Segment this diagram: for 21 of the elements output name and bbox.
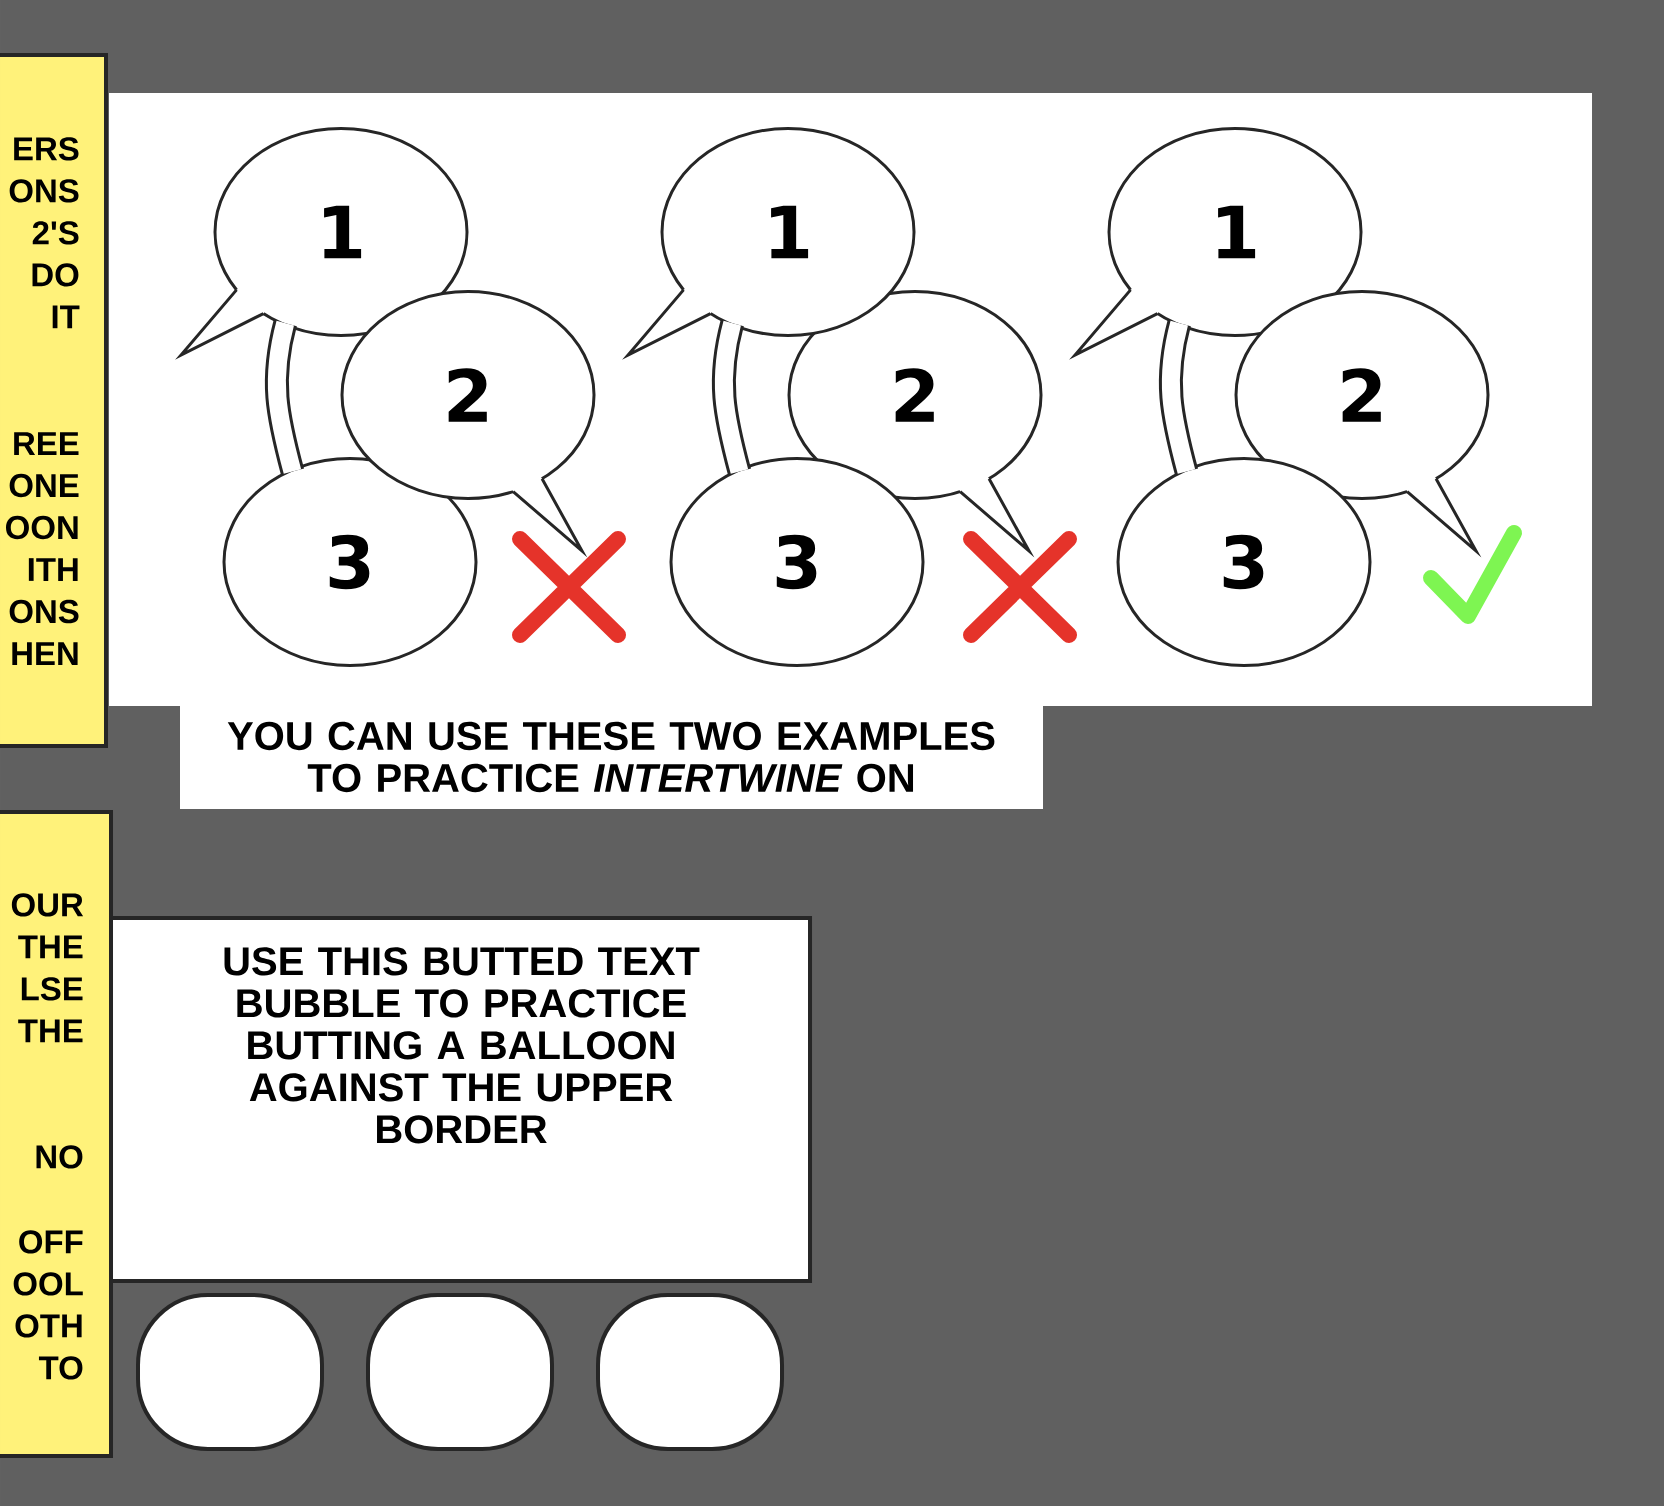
- empty-balloon: [596, 1293, 784, 1451]
- speech-bubble: 3: [222, 457, 478, 667]
- note-text: ERS ONS 2'S DO IT: [9, 137, 80, 329]
- empty-balloon: [366, 1293, 554, 1451]
- panel-text: YOU CAN USE THESE TWO EXAMPLES TO PRACTICE INTERTWINE ON: [227, 721, 995, 793]
- speech-bubble: 1: [622, 126, 916, 360]
- note-text: NO: [36, 1145, 83, 1169]
- balloon-connector: [264, 320, 305, 475]
- sticky-note: [0, 810, 113, 1458]
- note-text: OUR THE LSE THE: [11, 893, 84, 1043]
- note-text: OFF OOL OTH TO: [13, 1230, 83, 1380]
- speech-bubble: 1: [175, 126, 469, 360]
- note-text: REE ONE OON ITH ONS HEN: [6, 432, 79, 665]
- empty-balloon: [136, 1293, 324, 1451]
- speech-bubble: 1: [1069, 126, 1363, 360]
- sticky-note: [0, 53, 108, 748]
- balloon-connector: [711, 320, 752, 475]
- text-panel: USE THIS BUTTED TEXT BUBBLE TO PRACTICE BUTTING A BALLOON AGAINST THE UPPER BORDER: [109, 916, 812, 1283]
- speech-bubble: 3: [669, 457, 925, 667]
- speech-bubble: 3: [1116, 457, 1372, 667]
- balloon-connector: [1158, 320, 1199, 475]
